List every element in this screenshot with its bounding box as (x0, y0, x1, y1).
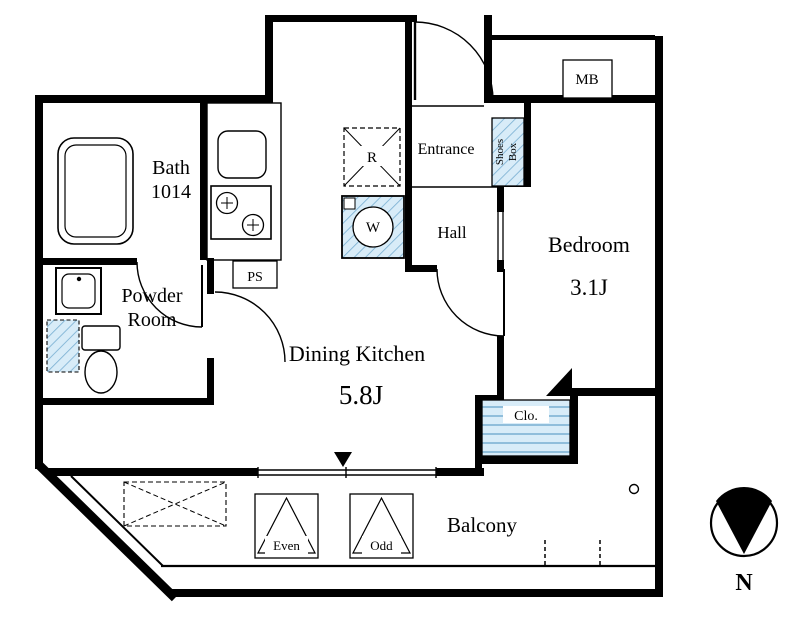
closet: Clo. (481, 399, 571, 457)
kitchen-counter (206, 102, 282, 261)
balcony-label: Balcony (447, 513, 517, 537)
direction-marker-icon (334, 452, 352, 467)
powder-room-label-2: Room (128, 309, 177, 331)
entrance-label: Entrance (418, 141, 475, 158)
balcony-window (257, 467, 437, 478)
washer-label: W (366, 220, 381, 236)
refrigerator-space: R (343, 127, 401, 187)
entrance-door (413, 21, 494, 101)
even-marker: Even (254, 493, 319, 559)
odd-label: Odd (370, 538, 393, 553)
north-label: N (735, 570, 753, 596)
powder-room-label-1: Powder (121, 285, 182, 307)
even-label: Even (273, 538, 300, 553)
bath-size-label: 1014 (151, 181, 191, 203)
walls (35, 15, 663, 597)
hall-label: Hall (437, 223, 467, 242)
closet-label: Clo. (514, 409, 538, 424)
bath-door (136, 261, 203, 328)
structural-column (546, 368, 572, 396)
compass: N (709, 487, 779, 596)
fridge-label: R (367, 150, 377, 166)
ac-outdoor-unit-space (123, 481, 227, 527)
washer-space: W (341, 195, 405, 259)
dk-door (436, 268, 505, 337)
balcony-structure (70, 475, 663, 597)
balcony-inner-diagonal (70, 475, 164, 567)
linen-cabinet (46, 319, 80, 373)
shoes-box: Shoes Box (491, 117, 525, 187)
toilet (81, 325, 121, 394)
washbasin (55, 267, 102, 315)
diagonal-outer-wall (35, 461, 179, 602)
dining-kitchen-size-label: 5.8J (339, 380, 383, 410)
stove (210, 185, 272, 240)
mb-label: MB (575, 72, 598, 88)
bedroom-size-label: 3.1J (570, 275, 608, 300)
shoes-box-label-1: Shoes (494, 139, 506, 165)
meter-box: MB (562, 59, 613, 99)
bedroom-label: Bedroom (548, 232, 630, 257)
shoes-box-label-2: Box (507, 142, 519, 161)
odd-marker: Odd (349, 493, 414, 559)
pipe-space: PS (232, 260, 278, 289)
powder-room-door (214, 291, 286, 363)
bathtub (57, 137, 134, 245)
dining-kitchen-label: Dining Kitchen (289, 341, 425, 366)
bedroom-sliding-door (496, 212, 505, 260)
drain-cap (628, 483, 640, 495)
ps-label: PS (247, 270, 263, 285)
balcony-railing-outer (170, 589, 663, 597)
north-arrow-icon (716, 487, 772, 554)
bath-label: Bath (152, 157, 190, 179)
kitchen-sink (217, 130, 267, 179)
